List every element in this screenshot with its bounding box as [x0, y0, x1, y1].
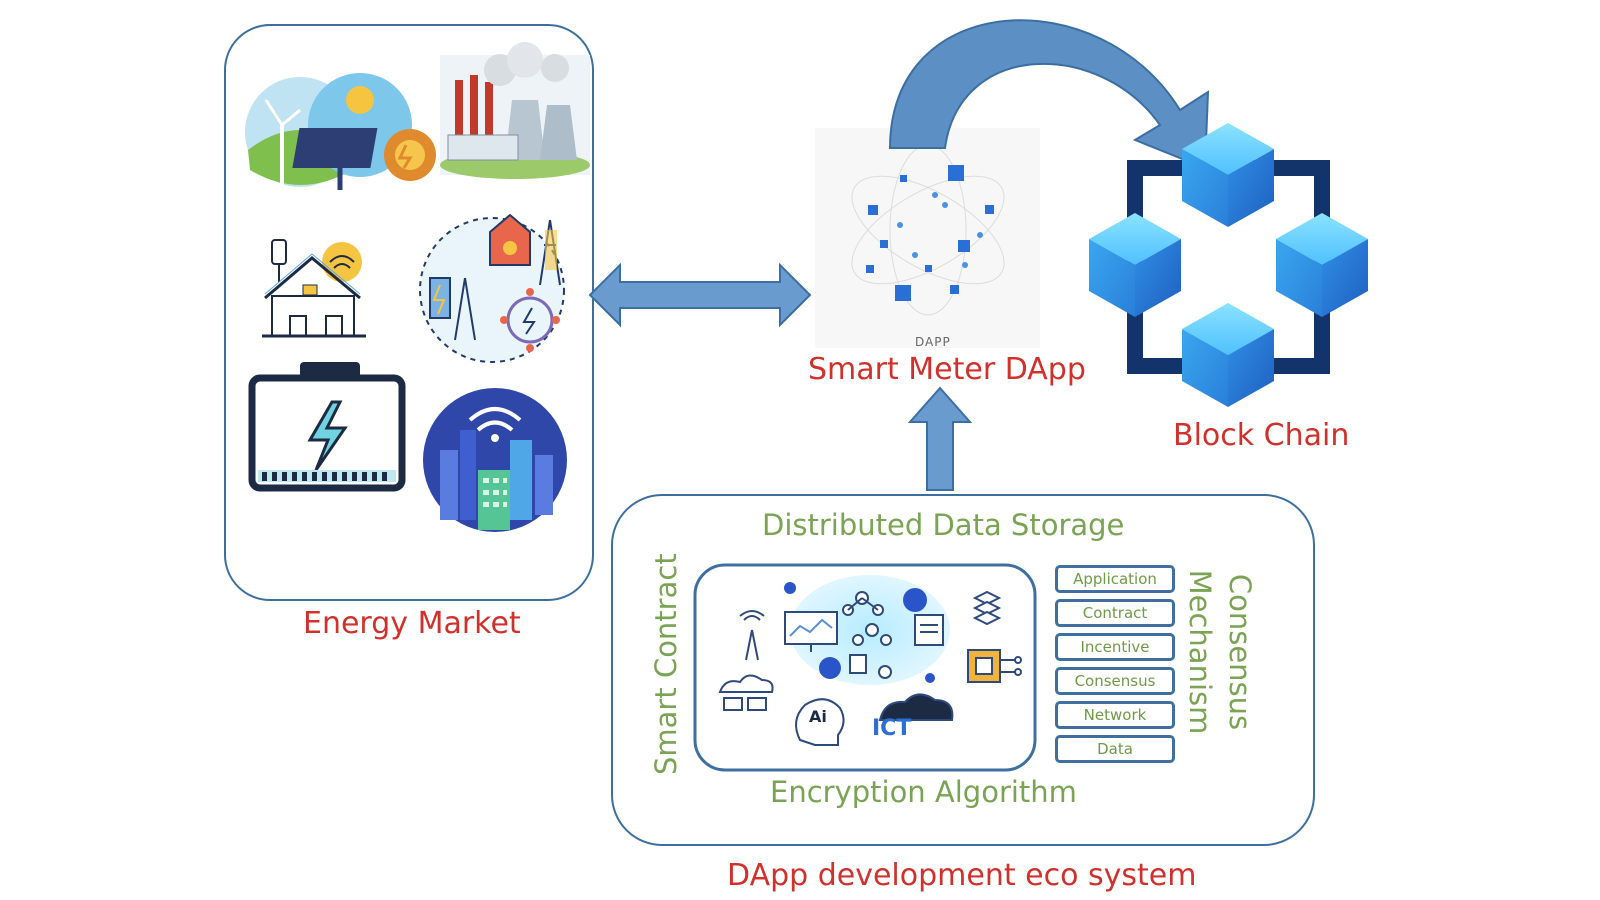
renewable-energy-icon: [245, 73, 436, 190]
layer-application: Application: [1055, 565, 1175, 593]
consensus-label: Consensus: [1223, 573, 1257, 731]
dapp-logo-caption: DAPP: [915, 335, 951, 349]
layer-network: Network: [1055, 701, 1175, 729]
up-arrow: [907, 386, 973, 491]
power-plant-icon: [440, 42, 590, 179]
tech-icons: [718, 590, 1022, 746]
layer-data: Data: [1055, 735, 1175, 763]
block-chain-label: Block Chain: [1173, 418, 1350, 453]
layer-incentive: Incentive: [1055, 633, 1175, 661]
smart-contract-label: Smart Contract: [649, 553, 683, 775]
blockchain-icon: [1089, 123, 1368, 407]
smart-meter-dapp-label: Smart Meter DApp: [808, 352, 1086, 387]
distributed-storage-label: Distributed Data Storage: [762, 508, 1125, 542]
encryption-algorithm-label: Encryption Algorithm: [770, 775, 1077, 809]
energy-market-label: Energy Market: [303, 606, 521, 641]
smart-grid-icon: [419, 213, 565, 363]
battery-icon: [248, 362, 406, 492]
layer-contract: Contract: [1055, 599, 1175, 627]
curved-arrow-to-blockchain: [888, 19, 1210, 170]
layer-consensus: Consensus: [1055, 667, 1175, 695]
bidirectional-arrow: [588, 262, 812, 328]
decor-dots: [784, 582, 935, 683]
mechanism-label: Mechanism: [1183, 569, 1217, 735]
dapp-eco-system-label: DApp development eco system: [727, 858, 1197, 893]
smart-home-icon: [262, 239, 366, 338]
dapp-network-icon: [815, 128, 1040, 348]
smart-city-icon: [423, 388, 567, 532]
ai-icon-label: Ai: [809, 707, 827, 726]
ict-icon-label: ICT: [872, 716, 912, 741]
